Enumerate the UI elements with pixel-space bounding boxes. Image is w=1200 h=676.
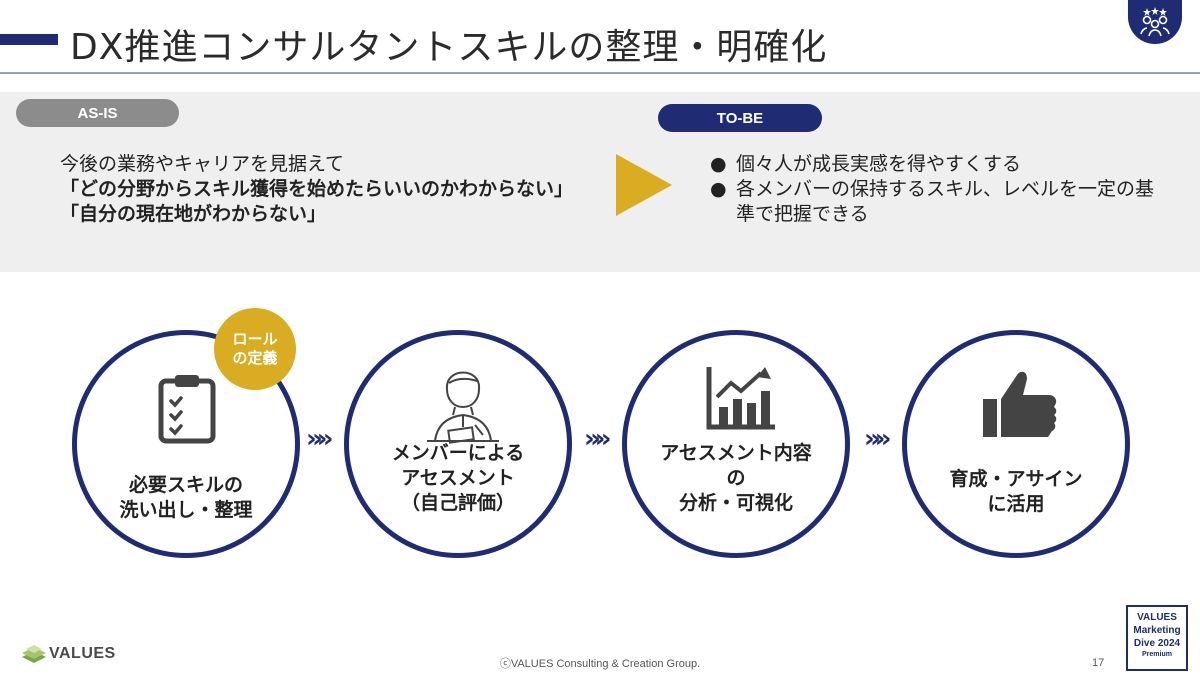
step-label-line: 洗い出し・整理 [119,499,253,521]
role-definition-badge: ロール の定義 [214,308,296,390]
step-label-line: 分析・可視化 [678,492,793,514]
event-badge-line: Dive 2024 [1133,638,1181,649]
asis-line: 「どの分野からスキル獲得を始めたらいいのかわからない」 [60,178,574,200]
bullet-icon: ● [710,153,727,175]
tobe-item-text: 各メンバーの保持するスキル、レベルを一定の基準で把握できる [736,178,1155,225]
logo-mark-icon [22,645,46,663]
company-logo: VALUES [22,645,116,663]
role-badge-line: ロール [232,330,278,348]
tobe-list: ● 個々人が成長実感を得やすくする ● 各メンバーの保持するスキル、レベルを一定… [710,152,1170,227]
step-label-line: の [726,467,746,489]
tobe-item: ● 各メンバーの保持するスキル、レベルを一定の基準で把握できる [710,177,1170,227]
step-label-line: 育成・アサイン [949,468,1083,490]
step-label: 育成・アサイン に活用 [907,467,1125,517]
asis-line: 今後の業務やキャリアを見据えて [60,153,345,175]
step-label: アセスメント内容 の 分析・可視化 [627,441,845,516]
step-circle-4: 育成・アサイン に活用 [902,330,1130,558]
step-circle-3: アセスメント内容 の 分析・可視化 [622,330,850,558]
bullet-icon: ● [710,178,727,200]
asis-tobe-panel [0,92,1200,272]
step-label: 必要スキルの 洗い出し・整理 [77,473,295,523]
event-badge: VALUES Marketing Dive 2024 Premium [1126,605,1188,671]
step-label-line: アセスメント [401,467,515,489]
title-divider [0,72,1200,74]
clipboard-checklist-icon [158,375,216,444]
event-badge-line: Premium [1142,651,1172,658]
tobe-item-text: 個々人が成長実感を得やすくする [736,153,1022,175]
asis-line: 「自分の現在地がわからない」 [60,203,327,225]
award-people-icon [1128,0,1182,44]
copyright-text: ⓒVALUES Consulting & Creation Group. [499,658,701,670]
step-label-line: アセスメント内容 [660,442,812,464]
role-badge-line: の定義 [232,349,278,367]
logo-text: VALUES [49,645,116,662]
page-number: 17 [1092,657,1105,669]
asis-label: AS-IS [16,99,179,127]
chevron-double-right-icon: »» [584,424,611,454]
thumbs-up-icon [983,371,1057,437]
event-badge-line: VALUES [1137,612,1177,623]
step-label-line: 必要スキルの [128,474,243,496]
tobe-item: ● 個々人が成長実感を得やすくする [710,152,1170,177]
person-writing-icon [427,371,499,444]
event-badge-line: Marketing [1133,625,1181,636]
step-circle-2: メンバーによる アセスメント （自己評価） [344,330,572,558]
arrow-right-icon [616,154,672,216]
chevron-double-right-icon: »» [306,424,333,454]
step-label-line: （自己評価） [400,492,515,514]
asis-description: 今後の業務やキャリアを見据えて 「どの分野からスキル獲得を始めたらいいのかわから… [60,152,573,227]
step-label-line: に活用 [987,493,1045,515]
step-label: メンバーによる アセスメント （自己評価） [349,441,567,516]
tobe-label: TO-BE [658,104,822,132]
chevron-double-right-icon: »» [864,424,891,454]
page-title: DX推進コンサルタントスキルの整理・明確化 [70,27,828,68]
step-label-line: メンバーによる [391,442,525,464]
title-accent-bar [0,34,58,45]
bar-chart-growth-icon [706,367,775,430]
